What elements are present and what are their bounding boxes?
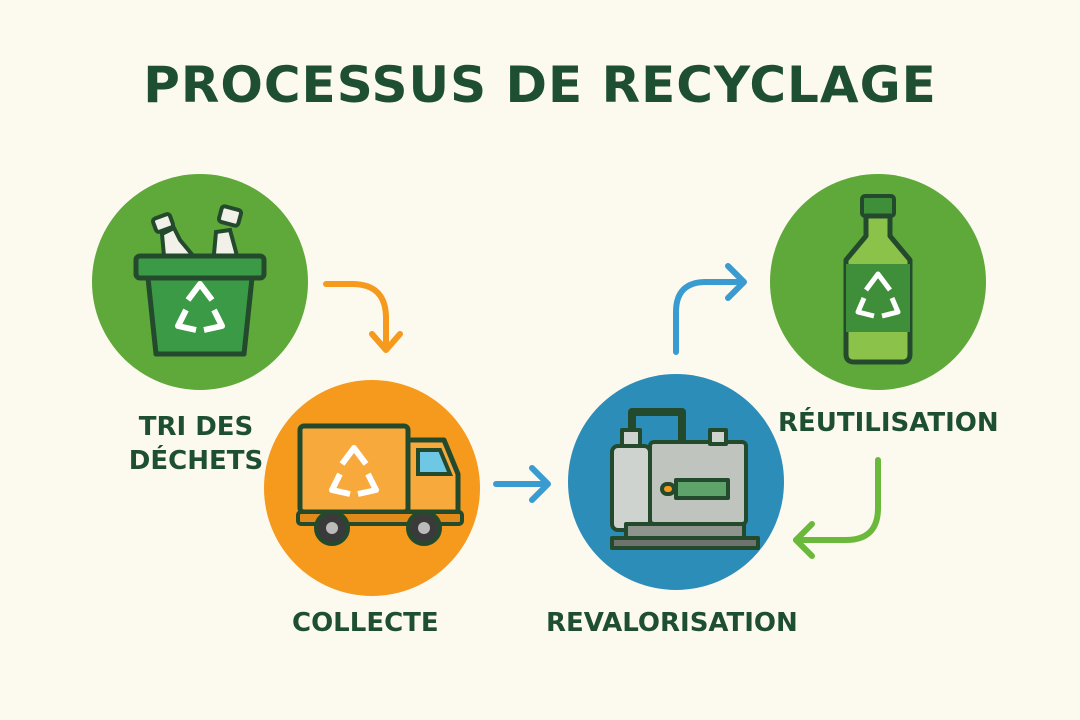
recycling-machine-icon [568, 374, 784, 590]
arrow-revalorisation-to-reutilisation [673, 263, 747, 355]
step-revalorisation-label: REVALORISATION [546, 608, 798, 638]
step-tri-label-line2: DÉCHETS [128, 446, 264, 476]
step-tri-label-line1: TRI DES [138, 412, 254, 442]
step-collecte-label: COLLECTE [292, 608, 439, 638]
step-tri-circle [90, 172, 310, 392]
arrow-reutilisation-to-revalorisation [793, 457, 881, 559]
recycling-bin-icon [92, 174, 308, 390]
recycled-bottle-icon [770, 174, 986, 390]
step-reutilisation-circle [768, 172, 988, 392]
step-reutilisation-label: RÉUTILISATION [778, 408, 999, 438]
step-tri-label: TRI DES DÉCHETS [126, 410, 266, 478]
arrow-tri-to-collecte [323, 281, 403, 353]
garbage-truck-icon [264, 380, 480, 596]
diagram-title: PROCESSUS DE RECYCLAGE [143, 56, 937, 114]
arrow-collecte-to-revalorisation [493, 465, 551, 503]
step-collecte-circle [262, 378, 482, 598]
step-revalorisation-circle [566, 372, 786, 592]
